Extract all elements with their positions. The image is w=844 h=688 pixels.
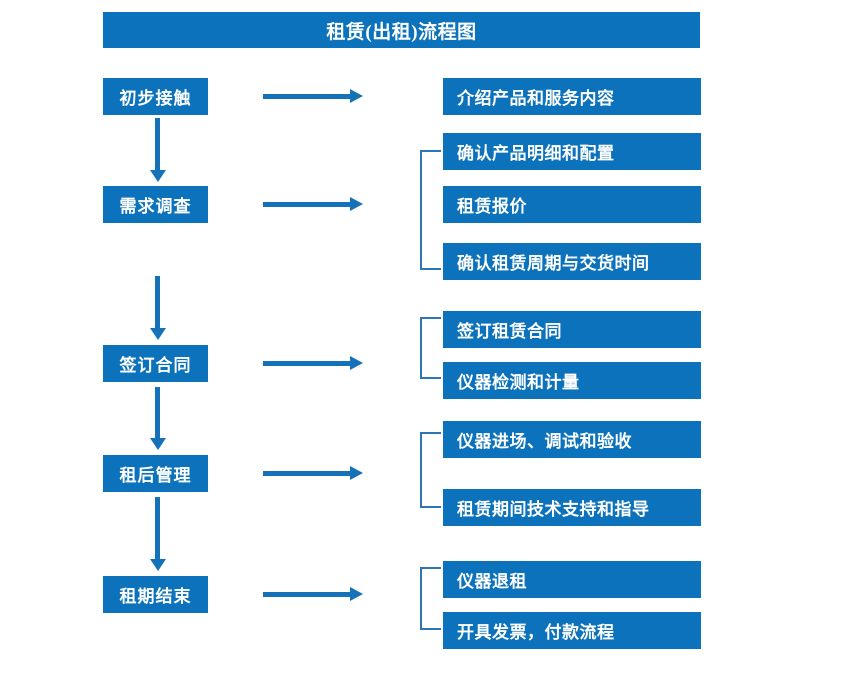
bracket-group-2	[420, 150, 441, 270]
arrow-head-right-icon	[350, 197, 363, 211]
stage-box-3[interactable]: 签订合同	[103, 345, 208, 382]
detail-box-8[interactable]: 租赁期间技术支持和指导	[443, 489, 701, 526]
arrow-shaft	[263, 361, 352, 366]
detail-box-1[interactable]: 介绍产品和服务内容	[443, 78, 701, 115]
vertical-arrow-1-2	[150, 118, 166, 182]
vertical-arrow-4-5	[150, 497, 166, 571]
detail-box-2[interactable]: 确认产品明细和配置	[443, 133, 701, 170]
horizontal-arrow-1	[263, 89, 363, 103]
arrow-head-right-icon	[350, 89, 363, 103]
bracket-group-4	[420, 432, 441, 508]
detail-box-6[interactable]: 仪器检测和计量	[443, 362, 701, 399]
detail-box-4[interactable]: 确认租赁周期与交货时间	[443, 243, 701, 280]
stage-box-4[interactable]: 租后管理	[103, 455, 208, 492]
arrow-head-right-icon	[350, 466, 363, 480]
arrow-head-down-icon	[150, 328, 166, 340]
arrow-head-down-icon	[150, 438, 166, 450]
vertical-arrow-3-4	[150, 387, 166, 450]
arrow-shaft	[263, 202, 352, 207]
bracket-group-3	[420, 317, 441, 379]
vertical-arrow-2-3	[150, 276, 166, 340]
horizontal-arrow-5	[263, 587, 363, 601]
arrow-shaft	[155, 387, 160, 439]
arrow-shaft	[155, 276, 160, 329]
arrow-shaft	[155, 497, 160, 560]
arrow-head-right-icon	[350, 587, 363, 601]
stage-box-5[interactable]: 租期结束	[103, 576, 208, 613]
detail-box-9[interactable]: 仪器退租	[443, 561, 701, 598]
arrow-head-down-icon	[150, 170, 166, 182]
arrow-head-down-icon	[150, 559, 166, 571]
arrow-shaft	[263, 94, 352, 99]
arrow-shaft	[263, 471, 352, 476]
horizontal-arrow-4	[263, 466, 363, 480]
horizontal-arrow-2	[263, 197, 363, 211]
detail-box-7[interactable]: 仪器进场、调试和验收	[443, 421, 701, 458]
horizontal-arrow-3	[263, 356, 363, 370]
detail-box-5[interactable]: 签订租赁合同	[443, 311, 701, 348]
stage-box-2[interactable]: 需求调查	[103, 186, 208, 223]
detail-box-3[interactable]: 租赁报价	[443, 186, 701, 223]
arrow-shaft	[263, 592, 352, 597]
diagram-title: 租赁(出租)流程图	[103, 12, 700, 48]
arrow-shaft	[155, 118, 160, 171]
detail-box-10[interactable]: 开具发票，付款流程	[443, 612, 701, 649]
arrow-head-right-icon	[350, 356, 363, 370]
bracket-group-5	[420, 567, 441, 630]
stage-box-1[interactable]: 初步接触	[103, 78, 208, 115]
